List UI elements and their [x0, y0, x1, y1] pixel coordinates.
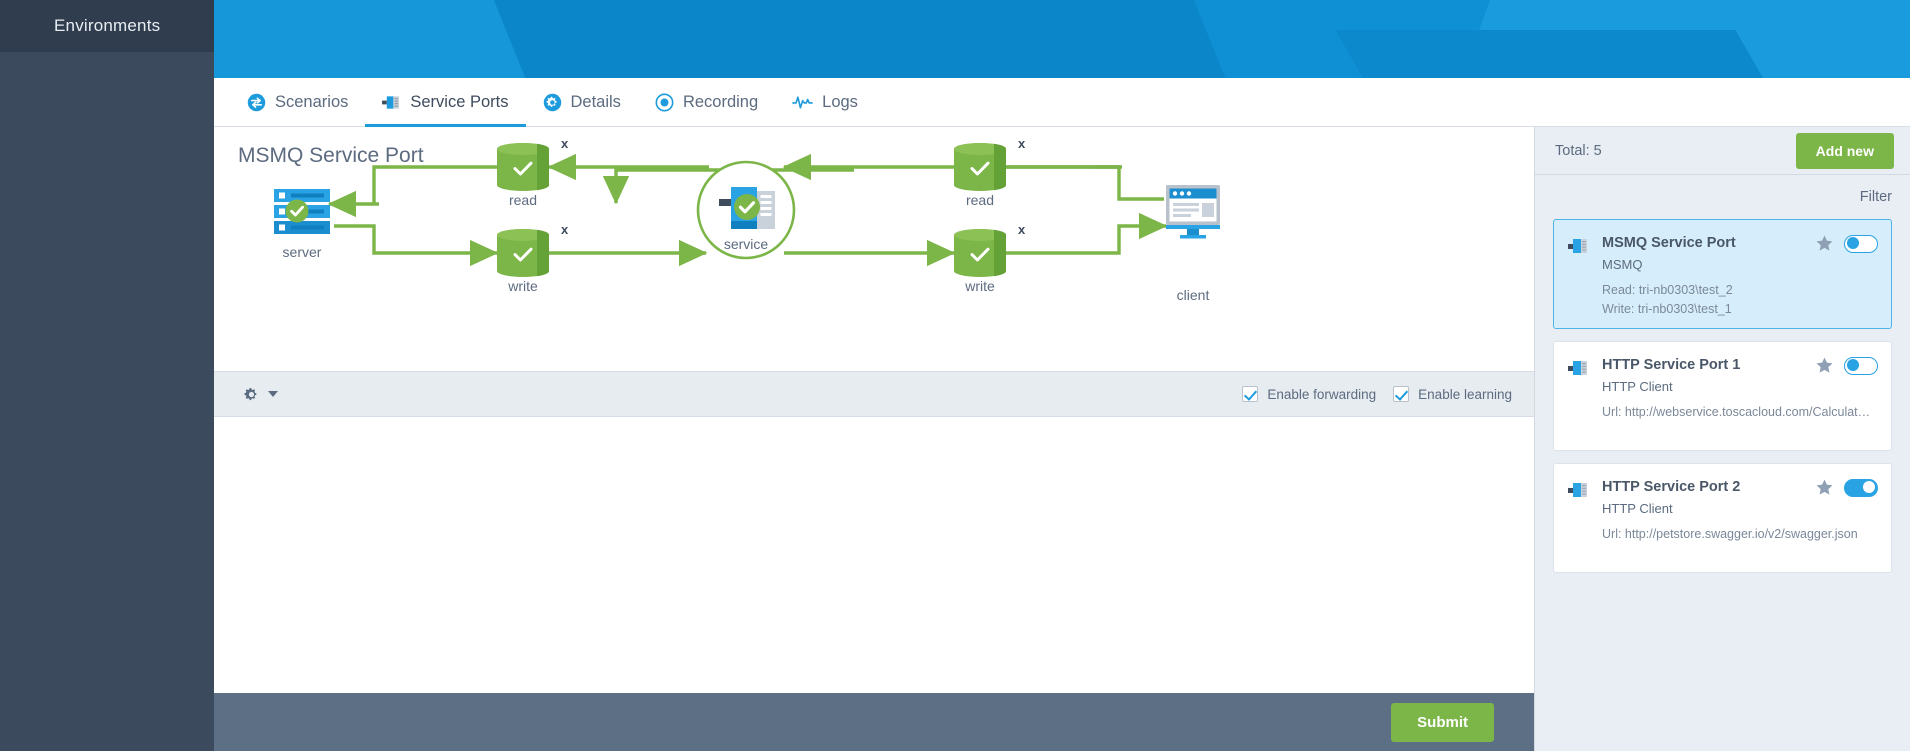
svg-text:write: write — [507, 278, 538, 294]
gear-icon — [242, 385, 261, 404]
service-port-icon — [1568, 236, 1590, 256]
service-port-icon — [382, 94, 401, 111]
star-icon[interactable] — [1815, 356, 1834, 375]
monitor-icon — [17, 16, 41, 36]
tab-service-ports[interactable]: Service Ports — [365, 78, 526, 127]
list-item-meta-read: Read: tri-nb0303\test_2 — [1602, 282, 1733, 297]
filter-button[interactable]: Filter — [1859, 189, 1892, 205]
option-checkboxes: Enable forwarding Enable learning — [1242, 386, 1512, 402]
gear-icon — [543, 93, 562, 112]
banner-shape-2 — [477, 0, 1251, 78]
queue-cylinder-icon-write-left — [497, 229, 550, 277]
submit-button[interactable]: Submit — [1391, 702, 1494, 742]
service-port-icon — [1568, 480, 1590, 500]
svg-text:x: x — [561, 136, 569, 151]
top-banner — [214, 0, 1910, 78]
checkbox-enable-forwarding[interactable]: Enable forwarding — [1242, 386, 1376, 402]
svg-text:server: server — [283, 244, 322, 260]
tab-recording[interactable]: Recording — [638, 78, 775, 126]
list-item[interactable]: HTTP Service Port 2 HTTP Client Url: htt… — [1553, 463, 1892, 573]
list-item-subtitle: MSMQ — [1602, 256, 1643, 272]
chevron-down-icon — [268, 391, 278, 397]
svg-text:client: client — [1177, 287, 1210, 303]
rail-header-environments[interactable]: Environments — [0, 0, 214, 52]
list-item-actions — [1815, 234, 1878, 253]
checkbox-enable-learning[interactable]: Enable learning — [1393, 386, 1512, 402]
list-item-title: HTTP Service Port 2 — [1602, 479, 1741, 495]
star-icon[interactable] — [1815, 234, 1834, 253]
list-item-meta-write: Write: tri-nb0303\test_1 — [1602, 301, 1732, 316]
monitor-window-icon — [1166, 185, 1220, 239]
tab-service-ports-label: Service Ports — [410, 92, 509, 111]
settings-dropdown-button[interactable] — [242, 385, 278, 404]
checkbox-enable-forwarding-label: Enable forwarding — [1267, 386, 1377, 402]
exchange-arrows-icon — [247, 93, 266, 112]
svg-text:x: x — [561, 222, 569, 237]
panel-header: Total: 5 Add new — [1535, 127, 1910, 175]
list-item-title: MSMQ Service Port — [1602, 235, 1736, 251]
service-port-list: MSMQ Service Port MSMQ Read: tri-nb0303\… — [1535, 219, 1910, 573]
list-item-title: HTTP Service Port 1 — [1602, 357, 1741, 373]
main-canvas: MSMQ Service Port — [214, 127, 1534, 693]
list-item-actions — [1815, 356, 1878, 375]
tab-bar: Scenarios Service Ports — [214, 78, 1910, 127]
list-item-subtitle: HTTP Client — [1602, 378, 1673, 394]
list-item-meta-url: Url: http://petstore.swagger.io/v2/swagg… — [1602, 526, 1858, 541]
service-port-diagram: server x read x write — [214, 127, 1534, 353]
pulse-wave-icon — [792, 94, 814, 110]
panel-total-label: Total: 5 — [1555, 142, 1602, 159]
checkbox-enable-forwarding-box[interactable] — [1242, 386, 1259, 402]
checkbox-enable-learning-label: Enable learning — [1418, 386, 1512, 402]
tab-logs[interactable]: Logs — [775, 78, 875, 126]
svg-text:x: x — [1018, 222, 1026, 237]
record-dot-icon — [655, 93, 674, 112]
checkbox-enable-learning-box[interactable] — [1393, 386, 1410, 402]
list-item-actions — [1815, 478, 1878, 497]
enable-toggle[interactable] — [1844, 356, 1878, 375]
add-new-button[interactable]: Add new — [1795, 132, 1894, 169]
detail-empty-area — [214, 417, 1534, 693]
star-icon[interactable] — [1815, 478, 1834, 497]
service-port-icon — [1568, 358, 1590, 378]
tab-logs-label: Logs — [822, 92, 858, 111]
list-item-subtitle: HTTP Client — [1602, 500, 1673, 516]
server-stack-icon — [274, 189, 330, 234]
tab-details-label: Details — [570, 92, 621, 111]
svg-text:service: service — [724, 236, 769, 252]
list-item[interactable]: HTTP Service Port 1 HTTP Client Url: htt… — [1553, 341, 1892, 451]
enable-toggle[interactable] — [1844, 478, 1878, 497]
diagram-title: MSMQ Service Port — [238, 144, 424, 167]
footer-bar: Submit — [214, 693, 1534, 751]
queue-cylinder-icon-read-right — [954, 143, 1007, 191]
svg-text:read: read — [509, 192, 537, 208]
rail-header-label: Environments — [54, 16, 161, 35]
service-ports-panel: Total: 5 Add new Filter — [1534, 127, 1910, 751]
svg-text:write: write — [964, 278, 995, 294]
options-bar: Enable forwarding Enable learning — [214, 371, 1534, 417]
banner-shape-4 — [1335, 30, 1805, 78]
svg-text:x: x — [1018, 136, 1026, 151]
tab-scenarios-label: Scenarios — [275, 92, 349, 111]
list-item[interactable]: MSMQ Service Port MSMQ Read: tri-nb0303\… — [1553, 219, 1892, 329]
service-icon — [719, 187, 775, 229]
queue-cylinder-icon-read-left — [497, 143, 550, 191]
left-rail: Environments — [0, 0, 214, 751]
enable-toggle[interactable] — [1844, 234, 1878, 253]
queue-cylinder-icon-write-right — [954, 229, 1007, 277]
list-item-meta-url: Url: http://webservice.toscacloud.com/Ca… — [1602, 404, 1871, 419]
tab-scenarios[interactable]: Scenarios — [230, 78, 365, 126]
svg-text:read: read — [966, 192, 994, 208]
tab-details[interactable]: Details — [526, 78, 638, 126]
tab-recording-label: Recording — [682, 92, 759, 111]
